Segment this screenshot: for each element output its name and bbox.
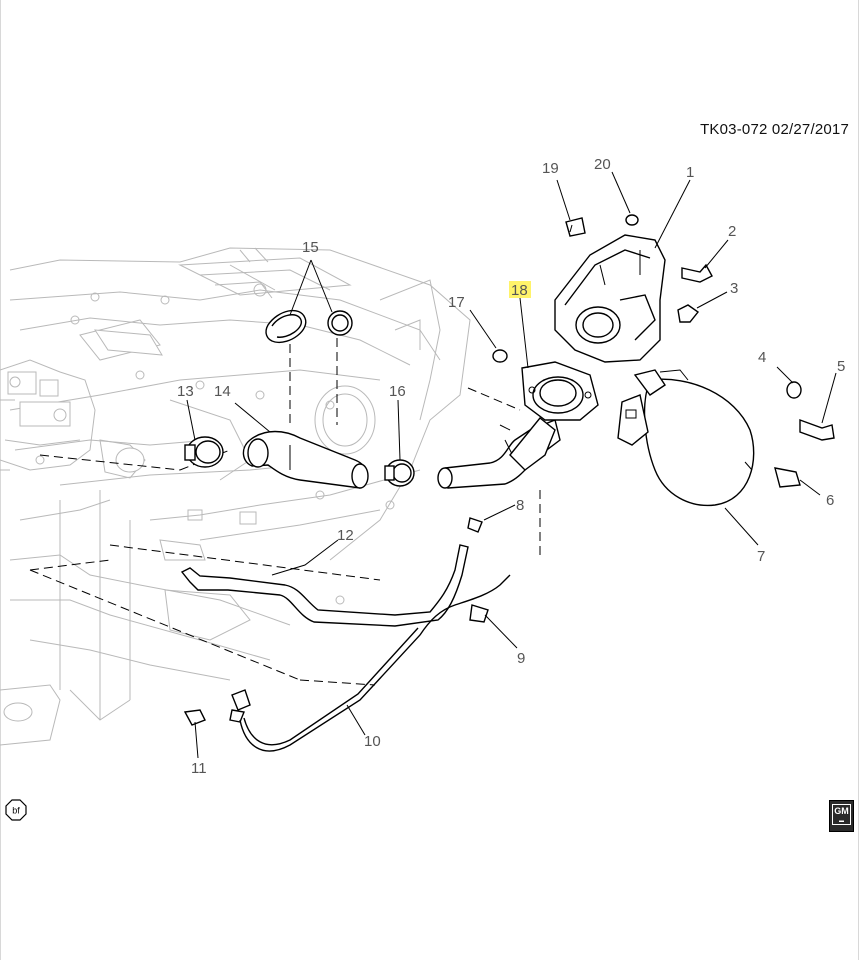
fill-hose-assembly [184,309,561,489]
alignment-lines [29,330,541,686]
callout-10: 10 [364,733,381,750]
gm-logo-box: GM ▬ [832,804,851,825]
callout-3: 3 [730,280,738,297]
fuel-pump-module-background [0,359,146,479]
callout-5: 5 [837,358,845,375]
callout-16: 16 [389,383,406,400]
callout-18: 18 [511,282,528,299]
gm-logo-icon: GM ▬ [829,800,854,832]
vent-pipe-12 [180,544,469,627]
fuel-door-7 [617,369,755,507]
fasteners [183,263,835,726]
gm-logo-label: GM [834,806,849,816]
callout-18-highlight [509,281,531,298]
gm-logo-underline: ▬ [839,818,844,824]
callout-11: 11 [191,760,207,777]
callout-labels: 1 2 3 4 5 6 7 8 9 10 11 12 13 14 15 16 1… [177,156,845,777]
filler-pocket-housing-1 [554,214,666,363]
callout-12: 12 [337,527,354,544]
callout-2: 2 [728,223,736,240]
hose-clamp-13 [184,436,224,468]
filler-neck-18 [509,361,599,471]
callout-14: 14 [214,383,231,400]
diagram-id: TK03-072 [700,121,768,138]
callout-13: 13 [177,383,194,400]
callout-6: 6 [826,492,834,509]
background-structure [0,247,471,746]
callout-4: 4 [758,349,766,366]
bf-octagon-icon: bf [5,799,27,821]
callout-17: 17 [448,294,465,311]
frame-border-left [0,0,1,960]
callout-8: 8 [516,497,524,514]
callout-7: 7 [757,548,765,565]
vent-line-10 [239,574,511,752]
hose-clamp-16 [384,459,415,487]
callout-20: 20 [594,156,611,173]
seal-rings-15 [265,309,353,344]
callout-15: 15 [302,239,319,256]
bf-badge-label: bf [12,806,20,816]
diagram-header: TK03-072 02/27/2017 [700,121,849,138]
leader-lines [186,171,837,759]
callout-19: 19 [542,160,559,177]
callout-9: 9 [517,650,525,667]
diagram-date: 02/27/2017 [771,121,849,138]
callout-1: 1 [686,164,694,181]
